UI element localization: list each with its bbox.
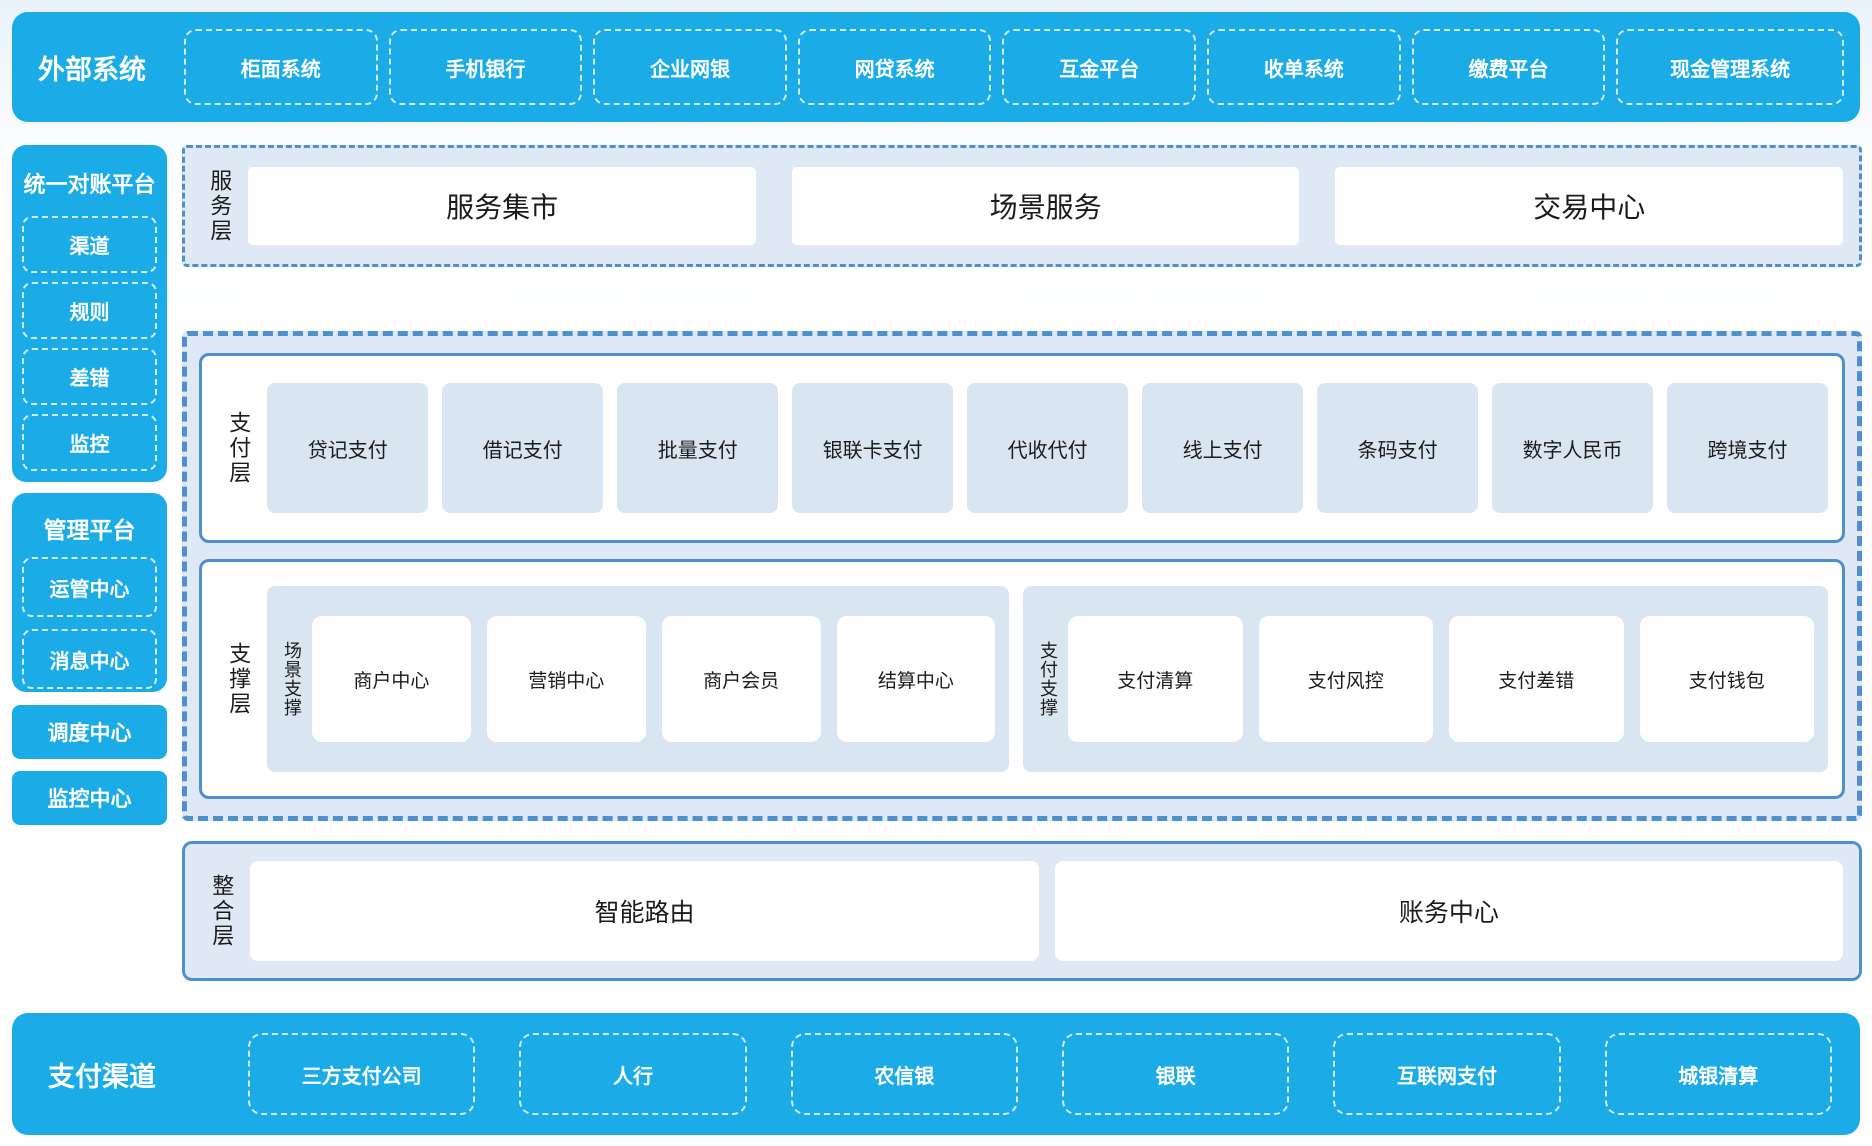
sidebar: 统一对账平台 渠道 规则 差错 监控 管理平台 运管中心 消息中心 调度中心 监…	[12, 145, 167, 825]
main-layers: 服务层 服务集市 场景服务 交易中心 支付层 贷记支付 借记支付 批量支付 银联…	[182, 145, 1862, 981]
external-system-item: 柜面系统	[184, 29, 378, 105]
payment-item: 数字人民币	[1492, 383, 1653, 513]
payment-item: 线上支付	[1142, 383, 1303, 513]
payment-channel-item: 人行	[519, 1033, 746, 1115]
external-system-item: 企业网银	[593, 29, 787, 105]
payment-item: 银联卡支付	[792, 383, 953, 513]
management-item: 消息中心	[22, 629, 157, 689]
payment-layer: 支付层 贷记支付 借记支付 批量支付 银联卡支付 代收代付 线上支付 条码支付 …	[199, 353, 1845, 543]
reconciliation-item: 渠道	[22, 216, 157, 273]
payment-layer-items: 贷记支付 借记支付 批量支付 银联卡支付 代收代付 线上支付 条码支付 数字人民…	[267, 383, 1828, 513]
service-item: 交易中心	[1335, 167, 1843, 245]
payment-item: 贷记支付	[267, 383, 428, 513]
payment-channel-item: 城银清算	[1605, 1033, 1832, 1115]
payment-item: 代收代付	[967, 383, 1128, 513]
management-item: 运管中心	[22, 557, 157, 617]
payment-channel-item: 三方支付公司	[248, 1033, 475, 1115]
integration-layer-label: 整合层	[209, 874, 234, 949]
scene-support-item: 商户中心	[312, 616, 471, 742]
management-platform-title: 管理平台	[22, 493, 157, 545]
scene-support-group: 场景支撑 商户中心 营销中心 商户会员 结算中心	[267, 586, 1009, 772]
scene-support-item: 营销中心	[487, 616, 646, 742]
scene-support-item: 结算中心	[837, 616, 996, 742]
support-layer-groups: 场景支撑 商户中心 营销中心 商户会员 结算中心 支付支撑 支付清算 支付风控	[267, 586, 1828, 772]
payment-support-item: 支付差错	[1449, 616, 1624, 742]
external-systems-items: 柜面系统 手机银行 企业网银 网贷系统 互金平台 收单系统 缴费平台 现金管理系…	[184, 29, 1844, 105]
reconciliation-platform-title: 统一对账平台	[22, 145, 157, 199]
payment-support-item: 支付钱包	[1640, 616, 1815, 742]
payment-support-wrapper: 支付层 贷记支付 借记支付 批量支付 银联卡支付 代收代付 线上支付 条码支付 …	[182, 331, 1862, 821]
reconciliation-item: 差错	[22, 348, 157, 405]
payment-item: 批量支付	[617, 383, 778, 513]
integration-layer-items: 智能路由 账务中心	[250, 861, 1843, 961]
payment-channel-item: 互联网支付	[1333, 1033, 1560, 1115]
external-systems-bar: 外部系统 柜面系统 手机银行 企业网银 网贷系统 互金平台 收单系统 缴费平台 …	[12, 12, 1860, 122]
service-item: 场景服务	[792, 167, 1300, 245]
external-system-item: 缴费平台	[1412, 29, 1606, 105]
support-layer-label: 支撑层	[226, 642, 251, 717]
scene-support-item: 商户会员	[662, 616, 821, 742]
payment-channels-items: 三方支付公司 人行 农信银 银联 互联网支付 城银清算	[248, 1033, 1832, 1115]
payment-support-label: 支付支撑	[1037, 641, 1058, 717]
external-systems-label: 外部系统	[38, 48, 166, 87]
support-layer: 支撑层 场景支撑 商户中心 营销中心 商户会员 结算中心 支付支撑	[199, 559, 1845, 799]
integration-layer: 整合层 智能路由 账务中心	[182, 841, 1862, 981]
service-layer: 服务层 服务集市 场景服务 交易中心	[182, 145, 1862, 267]
dispatch-center-box: 调度中心	[12, 705, 167, 759]
scene-support-label: 场景支撑	[281, 641, 302, 717]
integration-item: 智能路由	[250, 861, 1038, 961]
service-layer-label: 服务层	[207, 169, 232, 244]
reconciliation-item: 规则	[22, 282, 157, 339]
payment-support-group: 支付支撑 支付清算 支付风控 支付差错 支付钱包	[1023, 586, 1828, 772]
payment-support-items: 支付清算 支付风控 支付差错 支付钱包	[1068, 616, 1814, 742]
external-system-item: 手机银行	[389, 29, 583, 105]
service-item: 服务集市	[248, 167, 756, 245]
management-platform-panel: 管理平台 运管中心 消息中心	[12, 493, 167, 692]
payment-channel-item: 农信银	[791, 1033, 1018, 1115]
payment-channels-bar: 支付渠道 三方支付公司 人行 农信银 银联 互联网支付 城银清算	[12, 1013, 1860, 1135]
external-system-item: 互金平台	[1002, 29, 1196, 105]
payment-item: 借记支付	[442, 383, 603, 513]
payment-support-item: 支付风控	[1259, 616, 1434, 742]
payment-support-item: 支付清算	[1068, 616, 1243, 742]
external-system-item: 收单系统	[1207, 29, 1401, 105]
payment-layer-label: 支付层	[226, 411, 251, 486]
reconciliation-platform-panel: 统一对账平台 渠道 规则 差错 监控	[12, 145, 167, 482]
reconciliation-item: 监控	[22, 414, 157, 471]
monitor-center-box: 监控中心	[12, 771, 167, 825]
payment-channel-item: 银联	[1062, 1033, 1289, 1115]
service-layer-items: 服务集市 场景服务 交易中心	[248, 167, 1843, 245]
scene-support-items: 商户中心 营销中心 商户会员 结算中心	[312, 616, 995, 742]
external-system-item: 现金管理系统	[1616, 29, 1844, 105]
payment-channels-label: 支付渠道	[48, 1055, 204, 1094]
payment-item: 跨境支付	[1667, 383, 1828, 513]
payment-item: 条码支付	[1317, 383, 1478, 513]
external-system-item: 网贷系统	[798, 29, 992, 105]
integration-item: 账务中心	[1055, 861, 1843, 961]
